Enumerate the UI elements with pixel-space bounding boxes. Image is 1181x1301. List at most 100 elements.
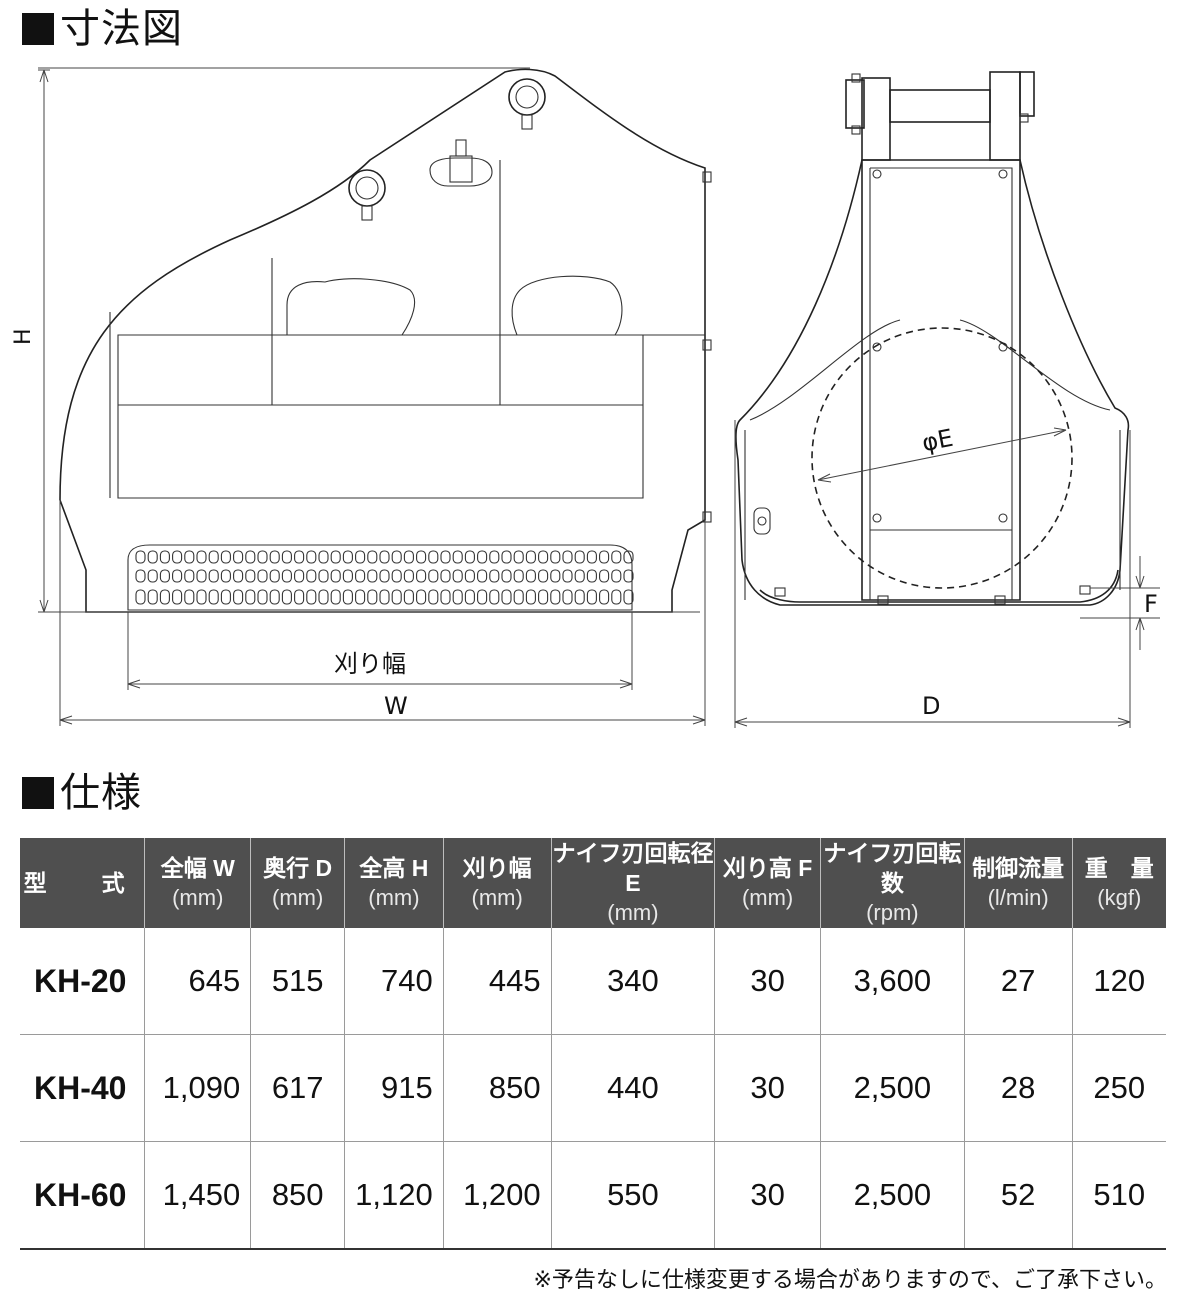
blade-link-shape — [342, 550, 353, 564]
blade-link-shape — [306, 569, 317, 583]
blade-link-shape — [477, 589, 488, 605]
blade-link-shape — [513, 550, 524, 564]
blade-link-shape — [367, 550, 378, 564]
table-cell: 510 — [1071, 1141, 1166, 1250]
w-dimension-label: W — [384, 692, 408, 720]
blade-link-shape — [147, 589, 158, 605]
blade-link-shape — [318, 569, 329, 583]
blade-link-shape — [294, 569, 305, 583]
blade-link-shape — [196, 589, 207, 605]
table-cell: 3,600 — [819, 928, 965, 1035]
blade-link-shape — [562, 589, 573, 605]
table-cell: 120 — [1071, 928, 1166, 1035]
blade-link-shape — [184, 569, 195, 583]
table-cell: 740 — [344, 928, 444, 1035]
blade-link-shape — [330, 589, 341, 605]
header-knife-rpm: ナイフ刃回転数(rpm) — [819, 838, 965, 928]
table-cell: 1,450 — [144, 1141, 251, 1250]
blade-link-shape — [550, 589, 561, 605]
blade-link-shape — [574, 589, 585, 605]
table-cell: 645 — [144, 928, 251, 1035]
blade-link-shape — [147, 569, 158, 583]
blade-link-shape — [513, 589, 524, 605]
blade-link-shape — [403, 569, 414, 583]
header-cut-height: 刈り高 F(mm) — [714, 838, 821, 928]
table-cell: 30 — [714, 928, 821, 1035]
footnote: ※予告なしに仕様変更する場合がありますので、ご了承下さい。 — [533, 1268, 1167, 1293]
blade-link-shape — [342, 589, 353, 605]
blade-link-shape — [159, 550, 170, 564]
blade-link-shape — [257, 589, 268, 605]
blade-link-shape — [452, 569, 463, 583]
blade-link-shape — [477, 569, 488, 583]
blade-link-shape — [428, 550, 439, 564]
e-dimension-label: φE — [920, 424, 956, 457]
blade-link-shape — [501, 589, 512, 605]
table-cell: 445 — [442, 928, 552, 1035]
spec-section-title: 仕様 — [22, 770, 142, 816]
blade-link-shape — [489, 589, 500, 605]
spec-table-header-row: 型 式 全幅 W(mm) 奥行 D(mm) 全高 H(mm) 刈り幅(mm) ナ… — [20, 838, 1166, 928]
blade-link-shape — [367, 589, 378, 605]
blade-link-shape — [184, 589, 195, 605]
blade-link-shape — [135, 589, 146, 605]
blade-link-shape — [245, 589, 256, 605]
table-cell: 440 — [550, 1034, 715, 1142]
table-row: KH-20 645 515 740 445 340 30 3,600 27 12… — [20, 928, 1166, 1035]
blade-link-shape — [611, 569, 622, 583]
blade-link-shape — [355, 550, 366, 564]
blade-link-shape — [464, 550, 475, 564]
table-cell: 340 — [550, 928, 715, 1035]
h-dimension-label: H — [11, 328, 36, 345]
table-cell: 550 — [550, 1141, 715, 1250]
blade-link-shape — [428, 569, 439, 583]
side-view-drawing: H 刈り幅 W — [11, 67, 712, 726]
blade-link-shape — [135, 550, 146, 564]
blade-link-shape — [306, 589, 317, 605]
blade-link-shape — [464, 589, 475, 605]
blade-link-shape — [599, 589, 610, 605]
dimension-section-title: 寸法図 — [22, 6, 183, 52]
blade-link-shape — [233, 589, 244, 605]
blade-link-shape — [367, 569, 378, 583]
header-height: 全高 H(mm) — [344, 838, 444, 928]
blade-link-shape — [281, 550, 292, 564]
blade-link-shape — [379, 569, 390, 583]
blade-link-shape — [611, 550, 622, 564]
blade-link-shape — [294, 589, 305, 605]
blade-link-shape — [416, 569, 427, 583]
blade-link-shape — [599, 550, 610, 564]
blade-link-shape — [403, 550, 414, 564]
table-cell: 52 — [963, 1141, 1073, 1250]
blade-link-shape — [355, 569, 366, 583]
blade-link-shape — [257, 569, 268, 583]
blade-link-shape — [586, 569, 597, 583]
blade-link-shape — [525, 550, 536, 564]
blade-link-shape — [562, 569, 573, 583]
blade-link-shape — [281, 589, 292, 605]
table-cell: 850 — [442, 1034, 552, 1142]
blade-link-shape — [269, 589, 280, 605]
blade-link-shape — [538, 550, 549, 564]
header-flow: 制御流量(l/min) — [963, 838, 1073, 928]
blade-link-shape — [574, 569, 585, 583]
blade-link-shape — [550, 550, 561, 564]
blade-link-shape — [428, 589, 439, 605]
blade-link-shape — [452, 589, 463, 605]
table-cell: 2,500 — [819, 1141, 965, 1250]
blade-link-shape — [135, 569, 146, 583]
blade-link-shape — [623, 550, 634, 564]
blade-link-shape — [233, 569, 244, 583]
blade-link-shape — [208, 550, 219, 564]
blade-link-shape — [318, 550, 329, 564]
model-cell: KH-40 — [20, 1034, 145, 1142]
table-cell: 850 — [250, 1141, 345, 1250]
blade-link-shape — [464, 569, 475, 583]
blade-link-shape — [159, 589, 170, 605]
blade-link-shape — [257, 550, 268, 564]
blade-link-shape — [233, 550, 244, 564]
header-weight: 重 量(kgf) — [1071, 838, 1166, 928]
blade-link-shape — [538, 569, 549, 583]
table-cell: 1,090 — [144, 1034, 251, 1142]
square-bullet-icon — [22, 777, 54, 809]
